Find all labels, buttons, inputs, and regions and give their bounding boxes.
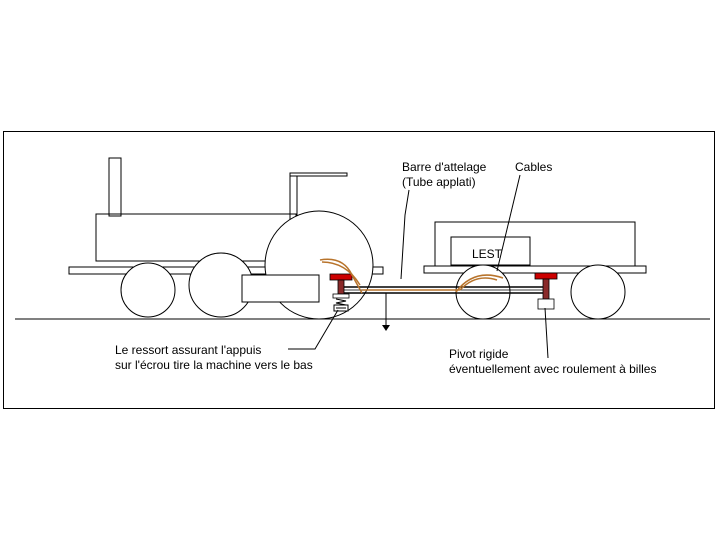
wagon-wheel-front	[570, 264, 626, 320]
loco-driving-wheel	[264, 210, 374, 320]
loco-wheel-front	[120, 262, 176, 318]
coupling-bar-label-line1: Barre d'attelage	[402, 160, 487, 174]
cables-label: Cables	[515, 160, 552, 174]
cables	[319, 258, 504, 294]
pivot-label-line1: Pivot rigide	[449, 347, 509, 361]
locomotive	[68, 157, 384, 320]
loco-chimney	[108, 157, 122, 217]
leader-lines	[288, 174, 549, 359]
ballast-label: LEST	[472, 247, 503, 261]
loco-pivot	[329, 273, 353, 299]
spring-icon	[333, 298, 349, 312]
diagram-frame	[3, 131, 715, 409]
loco-cab-roof	[289, 172, 348, 177]
spring-label-line1: Le ressort assurant l'appuis	[115, 343, 261, 357]
pivot-label-line2: éventuellement avec roulement à billes	[449, 362, 656, 376]
wagon-wheel-rear	[455, 264, 511, 320]
ballast-box	[450, 236, 531, 266]
coupling-bar-label-line2: (Tube applati)	[402, 175, 476, 189]
wagon-pivot	[534, 272, 558, 310]
loco-firebox	[241, 274, 320, 303]
force-arrow	[382, 293, 390, 331]
ballast-wagon	[423, 221, 647, 320]
spring-label-line2: sur l'écrou tire la machine vers le bas	[115, 358, 313, 372]
